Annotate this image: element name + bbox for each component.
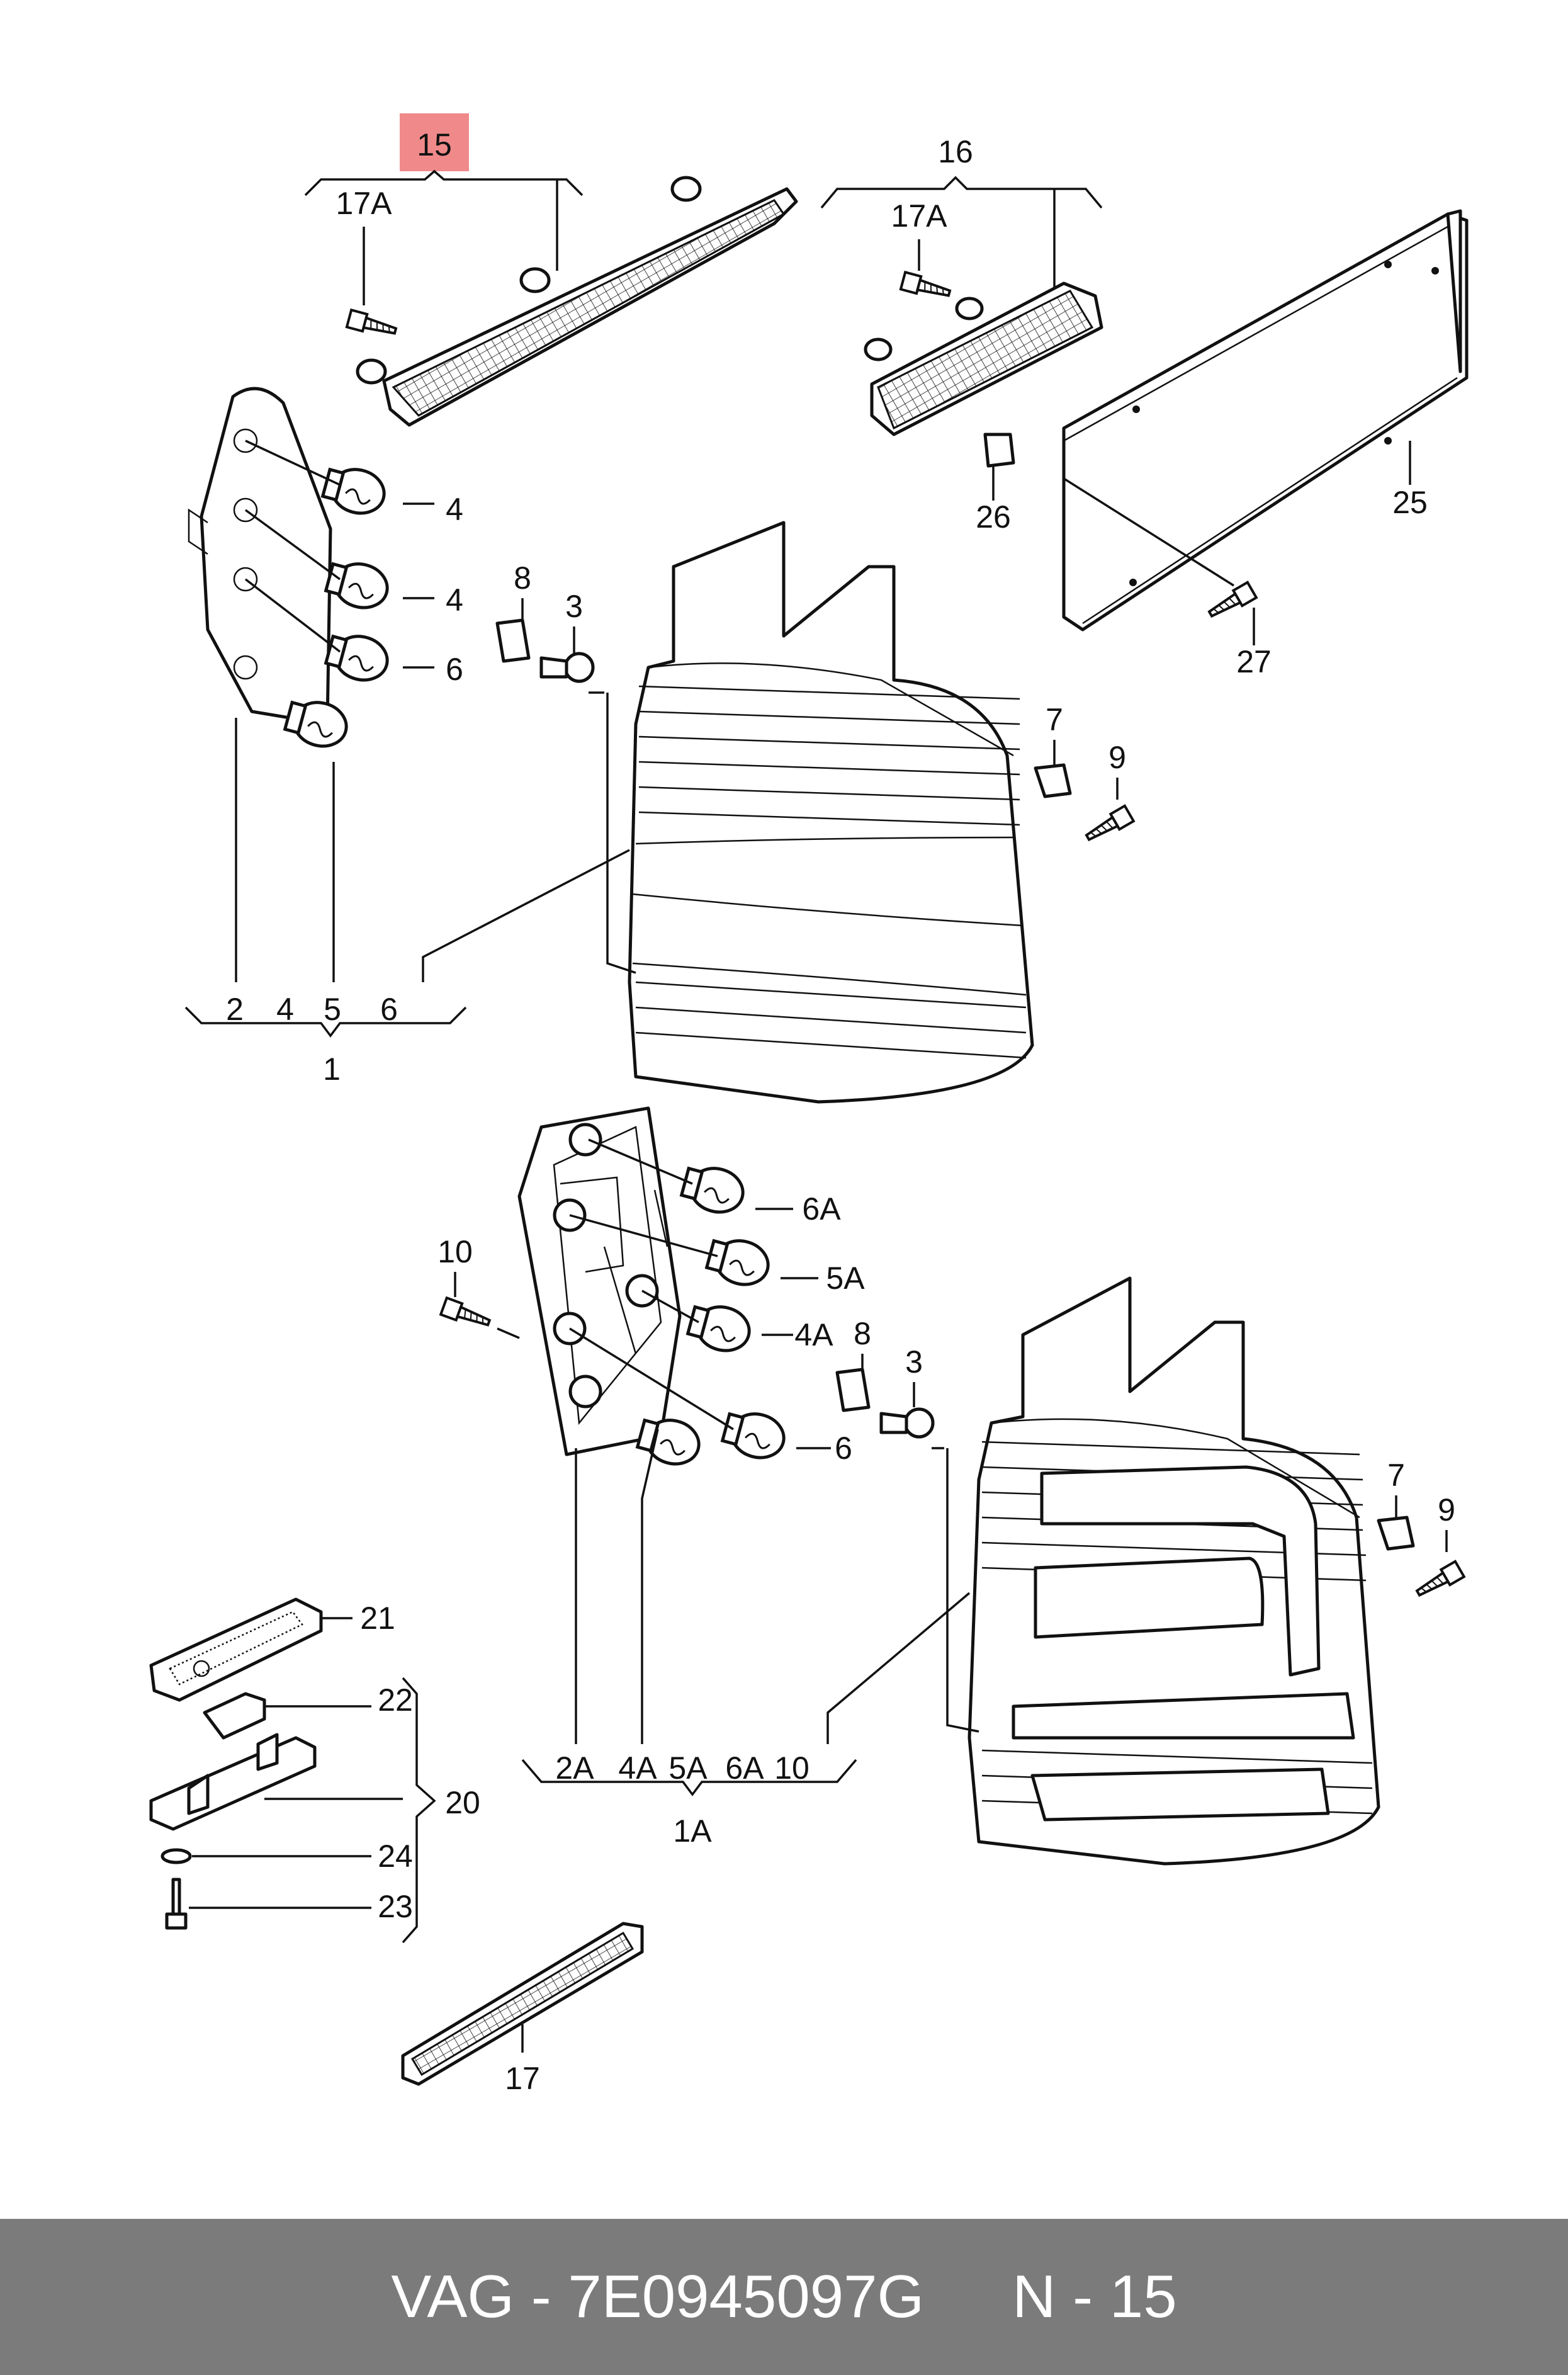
- footer-part-code: VAG - 7E0945097G: [391, 2263, 925, 2330]
- part-16-side-light: 16 17A: [820, 134, 1103, 436]
- callout-22: 22: [378, 1682, 413, 1718]
- callout-26: 26: [976, 499, 1011, 535]
- footer-page-ref: N - 15: [1012, 2263, 1177, 2330]
- callout-8: 8: [514, 560, 531, 596]
- callout-24: 24: [378, 1839, 413, 1874]
- callout-17a-top: 17A: [336, 186, 393, 221]
- part-17-reflector: 17: [401, 1922, 644, 2096]
- part-15-brake-light: 15 17A: [304, 113, 798, 427]
- callout-6a: 6A: [802, 1191, 841, 1227]
- callout-10-bottom: 10: [774, 1750, 809, 1786]
- callout-8-b: 8: [854, 1316, 871, 1351]
- callout-10: 10: [437, 1234, 473, 1269]
- callout-6: 6: [446, 652, 463, 687]
- callout-5a: 5A: [826, 1261, 865, 1296]
- callout-27: 27: [1236, 644, 1272, 679]
- callout-9-b: 9: [1438, 1492, 1455, 1528]
- callout-3-b: 3: [905, 1344, 923, 1380]
- callout-6-bottom: 6: [380, 992, 398, 1027]
- part-25-trim: 25 26 27: [976, 209, 1469, 679]
- callout-6a-bottom: 6A: [725, 1750, 764, 1786]
- callout-2a: 2A: [555, 1750, 594, 1786]
- parts-diagram: 15 17A 16 17A 25 26: [149, 113, 1469, 2096]
- callout-16: 16: [938, 134, 973, 169]
- callout-4a: 4A: [794, 1317, 833, 1352]
- callout-4-b: 4: [446, 582, 463, 618]
- callout-1a: 1A: [673, 1813, 712, 1849]
- callout-15: 15: [417, 127, 452, 162]
- callout-6-b: 6: [835, 1431, 852, 1466]
- part-1a-tail-light: 6A 5A 4A 6 10 2A 4A 5A 6A 10 1A 8 3 7: [437, 1106, 1465, 1866]
- callout-4-bottom: 4: [276, 992, 294, 1027]
- callout-5: 5: [324, 992, 341, 1027]
- callout-20: 20: [445, 1785, 480, 1820]
- callout-23: 23: [378, 1889, 413, 1924]
- highlight-box: [400, 113, 469, 171]
- callout-25: 25: [1392, 485, 1428, 520]
- callout-7: 7: [1046, 702, 1063, 737]
- callout-4a-bottom: 4A: [618, 1750, 657, 1786]
- callout-17: 17: [505, 2061, 540, 2096]
- callout-5a-bottom: 5A: [668, 1750, 708, 1786]
- callout-9: 9: [1108, 740, 1126, 775]
- callout-3: 3: [565, 589, 583, 624]
- callout-1: 1: [323, 1051, 341, 1087]
- callout-17a-right: 17A: [891, 198, 948, 234]
- footer-bar: VAG - 7E0945097G N - 15: [0, 2219, 1568, 2375]
- callout-7-b: 7: [1387, 1458, 1405, 1493]
- callout-21: 21: [360, 1601, 395, 1636]
- callout-2: 2: [226, 992, 244, 1027]
- callout-4-a: 4: [446, 492, 463, 527]
- part-1-tail-light: 4 4 6 2 4 5 6 1 8 3 7 9: [184, 387, 1135, 1104]
- part-20-plate-light: 21 22 24 23 20: [149, 1597, 480, 1944]
